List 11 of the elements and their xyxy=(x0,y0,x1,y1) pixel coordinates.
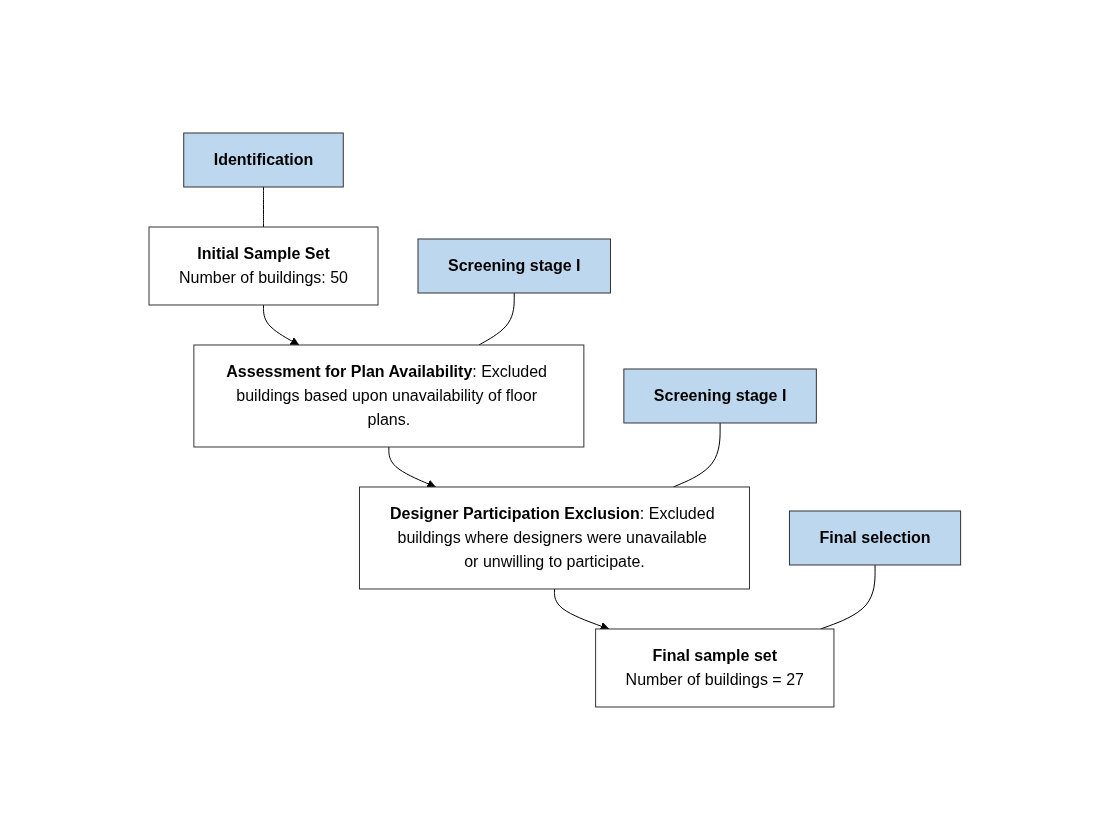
node-box: Identification xyxy=(183,132,344,188)
node-box: Assessment for Plan Availability: Excluded buildings based upon unavailability of floor plans. xyxy=(193,344,585,448)
node-box: Designer Participation Exclusion: Excluded buildings where designers were unavailable or unwilling to participate. xyxy=(359,486,751,590)
arrow xyxy=(263,304,300,346)
connector xyxy=(263,186,265,228)
node-box: Screening stage I xyxy=(417,238,612,294)
node-box: Initial Sample Set Number of buildings: 50 xyxy=(148,226,379,306)
node-box: Final sample set Number of buildings = 27 xyxy=(595,628,835,708)
arrow xyxy=(388,446,437,488)
node-box: Final selection xyxy=(789,510,962,566)
node-box: Screening stage I xyxy=(623,368,818,424)
